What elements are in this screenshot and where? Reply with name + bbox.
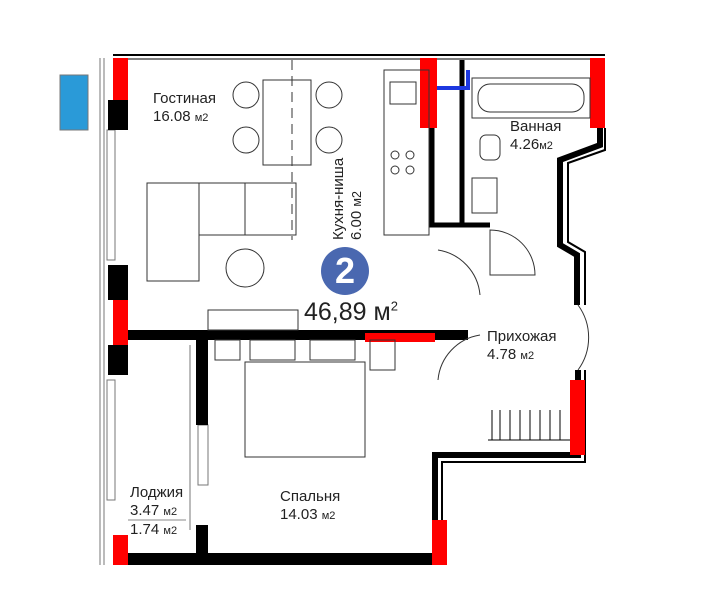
balcony-marker (59, 74, 89, 131)
unit-badge-bg (321, 247, 369, 295)
total-area-value: 46,89 (304, 298, 367, 326)
room-name: Ванная (510, 118, 562, 135)
total-area-unit: м (373, 298, 391, 326)
room-area-reduced: 1.74 (130, 521, 160, 538)
room-area-unit: м2 (194, 112, 209, 124)
room-label-bathroom: Ванная 4.26м2 (510, 118, 561, 155)
room-area: 16.08 (153, 108, 191, 125)
room-label-kitchen: Кухня-ниша 6.00 м2 (330, 158, 366, 240)
room-name: Спальня (280, 488, 341, 505)
room-area-unit: м2 (520, 350, 535, 362)
room-area: 4.78 (487, 346, 517, 363)
room-area: 6.00 (348, 210, 365, 240)
room-label-living: Гостиная 16.08 м2 (153, 90, 216, 127)
room-area-unit: м2 (539, 140, 553, 152)
room-name: Кухня-ниша (330, 157, 347, 240)
room-area-unit: м2 (163, 525, 178, 537)
unit-number-badge: 2 (334, 250, 356, 291)
room-area-unit: м2 (163, 506, 178, 518)
room-label-bedroom: Спальня 14.03 м2 (280, 488, 340, 525)
room-label-loggia: Лоджия 3.47 м2 1.74 м2 (130, 484, 183, 540)
furniture (146, 60, 591, 458)
room-area-unit: м2 (350, 191, 364, 207)
total-area: 46,89 м2 (304, 298, 398, 327)
room-name: Гостиная (153, 90, 216, 107)
room-area: 3.47 (130, 502, 160, 519)
loggia-glazing (99, 58, 209, 565)
room-area: 14.03 (280, 506, 318, 523)
room-area: 4.26 (510, 136, 540, 153)
room-name: Прихожая (487, 328, 557, 345)
room-area-unit: м2 (321, 510, 336, 522)
room-name: Лоджия (130, 484, 184, 501)
room-label-hall: Прихожая 4.78 м2 (487, 328, 557, 365)
total-area-sup: 2 (390, 298, 398, 314)
